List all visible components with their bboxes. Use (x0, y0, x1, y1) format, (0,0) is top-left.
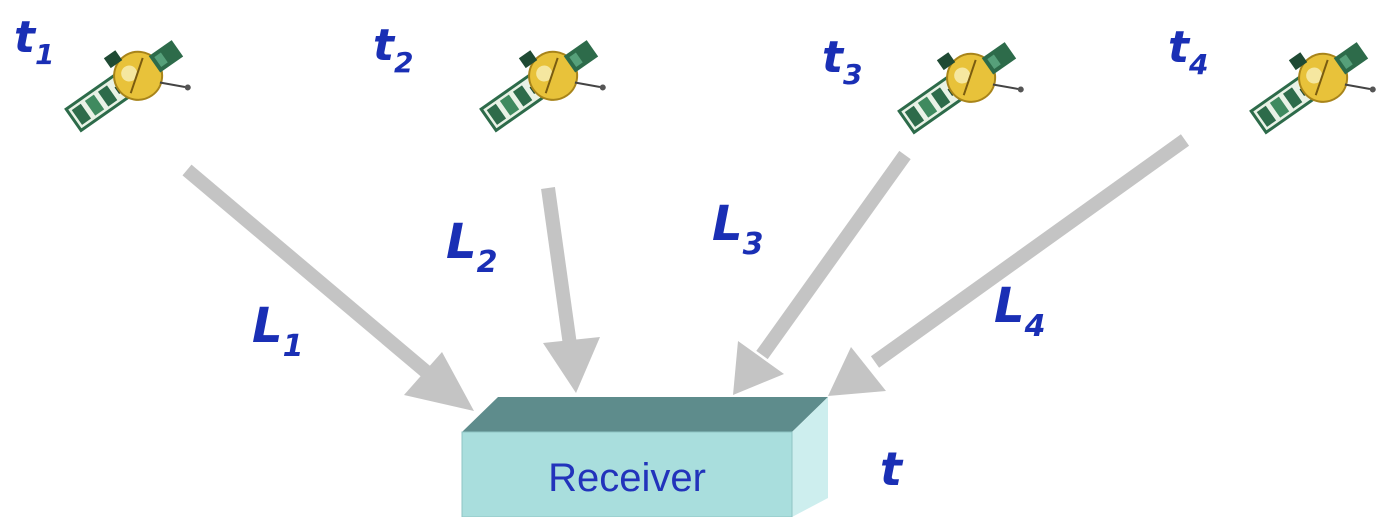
path-label-2: L2 (446, 214, 497, 280)
path-labels: L1 L2 L3 L4 (252, 196, 1045, 364)
time-label-2: t2 (373, 20, 414, 79)
arrow-heads (404, 337, 886, 411)
arrow-l1 (182, 164, 435, 381)
path-label-4: L4 (994, 278, 1045, 344)
arrowhead-l2 (543, 337, 600, 393)
satellite-icon (468, 18, 618, 156)
time-label-4: t4 (1168, 22, 1209, 81)
arrowhead-l1 (404, 352, 474, 411)
satellite-time-labels: t1 t2 t3 t4 (14, 12, 1209, 91)
arrow-l3 (756, 150, 911, 360)
arrow-l4 (870, 134, 1190, 368)
time-label-1: t1 (14, 12, 55, 71)
receiver-time-label: t (880, 442, 904, 496)
arrowhead-l3 (733, 341, 784, 395)
signal-arrows (182, 134, 1190, 381)
satellite-icon (886, 20, 1036, 158)
path-label-3: L3 (712, 196, 763, 262)
arrowhead-l4 (828, 347, 886, 396)
path-label-1: L1 (252, 298, 303, 364)
receiver-box (461, 397, 828, 517)
receiver-label: Receiver (548, 456, 706, 500)
satellite-icon (1238, 20, 1379, 158)
arrow-l2 (541, 187, 577, 346)
satellite-icon (53, 18, 203, 156)
time-label-3: t3 (822, 32, 863, 91)
